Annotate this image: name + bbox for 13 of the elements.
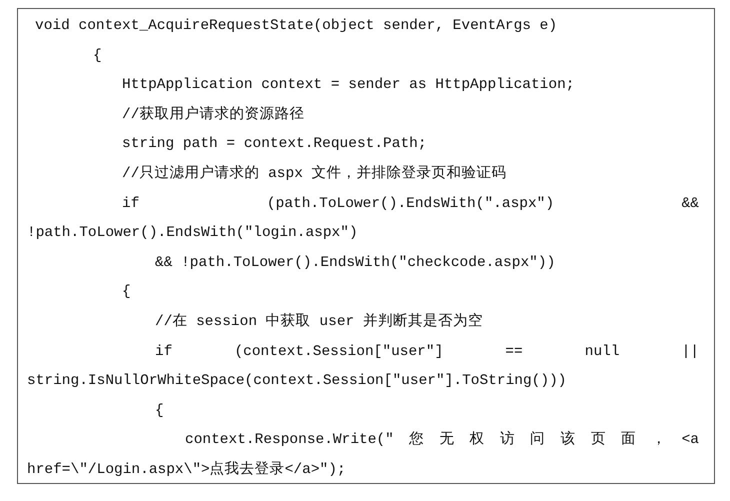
code-line: //获取用户请求的资源路径 [121, 105, 306, 125]
code-line: if (context.Session["user"] == null || string.IsNullOrWhiteSpace(context.Session["user"].ToString())) [27, 342, 699, 392]
code-line: if (path.ToLower().EndsWith(".aspx") && !path.ToLower().EndsWith("login.aspx") [27, 194, 699, 244]
code-line: //在 session 中获取 user 并判断其是否为空 [154, 312, 484, 332]
code-line: { [154, 402, 165, 421]
code-line: context.Response.Write("您无权访问该页面，<a href=\"/Login.aspx\">点我去登录</a>"); [27, 430, 699, 480]
code-line: && !path.ToLower().EndsWith("checkcode.aspx")) [154, 254, 556, 273]
code-line: //只过滤用户请求的 aspx 文件，并排除登录页和验证码 [121, 164, 508, 184]
code-line: void context_AcquireRequestState(object sender, EventArgs e) [34, 17, 558, 36]
code-line: string path = context.Request.Path; [121, 135, 428, 154]
code-line: { [92, 46, 103, 66]
code-line: HttpApplication context = sender as HttpApplication; [121, 76, 576, 96]
code-line: { [121, 283, 132, 302]
